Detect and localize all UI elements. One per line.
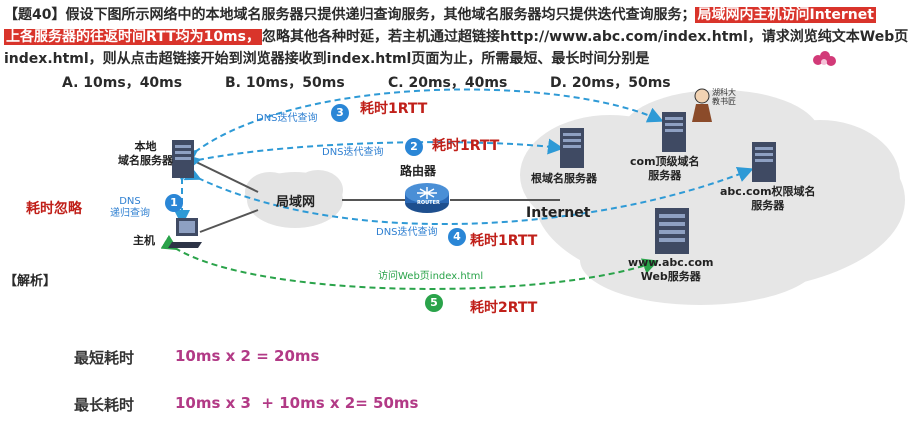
web-server-label: www.abc.com Web服务器 <box>628 256 714 283</box>
step5-cost: 耗时2RTT <box>470 300 538 316</box>
com-dns-label: com顶级域名 服务器 <box>630 155 700 182</box>
step5-label: 访问Web页index.html <box>378 271 484 282</box>
avatar-icon <box>692 88 712 122</box>
step2-badge: 2 <box>405 138 423 156</box>
step1-badge: 1 <box>165 194 183 212</box>
step3-label: DNS迭代查询 <box>256 113 318 124</box>
auth-dns-server-icon <box>752 142 776 182</box>
router-label: 路由器 <box>400 164 437 178</box>
step5-badge: 5 <box>425 294 443 312</box>
step4-badge: 4 <box>448 228 466 246</box>
question-highlight-2: 上各服务器的往返时间RTT均为10ms， <box>4 29 262 45</box>
router-badge: ROUTER <box>417 200 440 206</box>
question-text: 【题40】假设下图所示网络中的本地域名服务器只提供递归查询服务，其他域名服务器均… <box>4 7 909 67</box>
step4-cost: 耗时1RTT <box>470 233 538 249</box>
flower-icon <box>813 51 836 66</box>
arrow-step3 <box>180 88 664 166</box>
shortest-value: 10ms x 2 = 20ms <box>175 347 320 365</box>
option-b[interactable]: B. 10ms，50ms <box>225 75 345 91</box>
local-dns-label: 本地 域名服务器 <box>118 140 173 167</box>
local-dns-server-icon <box>172 140 194 178</box>
step2-label: DNS迭代查询 <box>322 147 384 158</box>
step3-badge: 3 <box>331 104 349 122</box>
internet-label: Internet <box>526 205 591 221</box>
arrow-step4 <box>183 165 754 226</box>
root-dns-server-icon <box>560 128 584 168</box>
step1-cost: 耗时忽略 <box>26 201 82 217</box>
web-server-icon <box>655 208 689 254</box>
step2-cost: 耗时1RTT <box>432 138 500 154</box>
step3-cost: 耗时1RTT <box>360 101 428 117</box>
question-highlight-1: 局域网内主机访问Internet <box>695 7 876 23</box>
option-a[interactable]: A. 10ms，40ms <box>62 75 183 91</box>
option-d[interactable]: D. 20ms，50ms <box>550 75 671 91</box>
com-dns-server-icon <box>662 112 686 152</box>
shortest-label: 最短耗时 <box>74 349 135 367</box>
lan-label: 局域网 <box>276 195 316 210</box>
host-label: 主机 <box>133 234 155 247</box>
host-pc-icon <box>168 218 202 248</box>
auth-dns-label: abc.com权限域名 服务器 <box>720 185 816 212</box>
longest-value: 10ms x 3 + 10ms x 2= 50ms <box>175 394 419 412</box>
root-dns-label: 根域名服务器 <box>531 172 597 185</box>
option-c[interactable]: C. 20ms，40ms <box>388 75 508 91</box>
longest-label: 最长耗时 <box>74 396 135 414</box>
arrow-step5 <box>160 234 659 290</box>
arrow-step2 <box>184 138 564 171</box>
step4-label: DNS迭代查询 <box>376 227 438 238</box>
avatar-caption: 湖科大 教书匠 <box>712 88 736 106</box>
router-icon <box>405 183 449 213</box>
step1-label: DNS 递归查询 <box>110 196 150 219</box>
analysis-title: 【解析】 <box>4 274 57 289</box>
